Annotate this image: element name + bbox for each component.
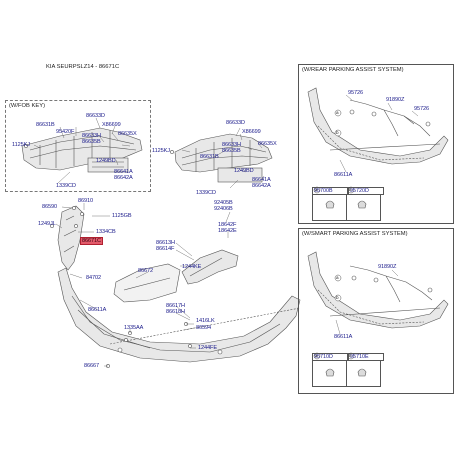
part-1244ke[interactable]: 1244KE [182,264,202,270]
part-1334cb[interactable]: 1334CB [96,229,116,235]
part-86635b[interactable]: 86635B [222,148,241,154]
rear-code-panel-b [346,194,381,221]
part-95420f-fob[interactable]: 95420F [56,129,75,135]
part-1249bd[interactable]: 1249BD [234,168,254,174]
part-86635x[interactable]: 86635X [258,141,277,147]
part-86642a-fob[interactable]: 86642A [114,175,133,181]
part-1335aa[interactable]: 1335AA [124,325,144,331]
code-95710d[interactable]: 95710D [312,353,348,361]
smart-code-row: 95710D 95710E [312,353,384,361]
part-1244fe[interactable]: 1244FE [198,345,217,351]
part-1249bd-fob[interactable]: 1249BD [96,158,116,164]
code-95700b[interactable]: 95700B [312,187,348,195]
part-86642a[interactable]: 86642A [252,183,271,189]
part-95726-b[interactable]: 95726 [414,106,430,112]
fob-key-box [5,100,151,192]
callout-a-rear-code: a [315,187,318,192]
part-1125kj[interactable]: 1125KJ [152,148,170,154]
callout-b-rear: b [336,130,339,135]
code-95720d[interactable]: 95720D [348,187,384,195]
leader-lines [33,94,419,367]
part-86613h[interactable]: 86613H [156,240,175,246]
callout-a-rear: a [336,110,339,115]
reflector-lamp [113,263,181,303]
rear-parking-bumper [307,87,449,165]
part-86611a[interactable]: 86611A [88,307,107,313]
callout-b-smart-code: b [349,353,352,358]
rear-parking-box [298,64,454,224]
rear-parking-box-title: (W/REAR PARKING ASSIST SYSTEM) [302,67,404,73]
part-86671c-highlight[interactable]: 86671C [80,237,103,245]
callout-b-rear-code: b [349,187,352,192]
part-1339cd[interactable]: 1339CD [196,190,216,196]
part-92405b[interactable]: 92405B [214,200,233,206]
smart-parking-bumper [307,251,449,329]
smart-code-panel-a [312,360,347,387]
part-86594[interactable]: 86594 [196,325,212,331]
part-86641a[interactable]: 86641A [252,177,271,183]
fob-reinforcement-beam [21,127,143,173]
smart-wiring-harness [349,265,433,303]
smart-code-panel-b [346,360,381,387]
part-95726-a[interactable]: 95726 [348,90,364,96]
main-bumper-cover [57,267,301,363]
part-18642e[interactable]: 18642E [218,228,237,234]
callout-b-smart: b [336,295,339,300]
part-1125gb[interactable]: 1125GB [112,213,132,219]
part-1125kj-fob[interactable]: 1125KJ [12,142,30,148]
smart-parking-box [298,228,454,394]
callout-a-smart-code: a [315,353,318,358]
callout-a-smart: a [336,275,339,280]
part-86633d-fob[interactable]: 86633D [86,113,105,119]
part-86631b[interactable]: 86631B [200,154,219,160]
part-1416lk[interactable]: 1416LK [196,318,215,324]
part-86633h[interactable]: 86633H [222,142,241,148]
part-86611a-rear[interactable]: 86611A [334,172,353,178]
part-86672[interactable]: 86672 [138,268,154,274]
part-86618h[interactable]: 86618H [166,309,185,315]
side-bracket [57,205,85,271]
part-92406b[interactable]: 92406B [214,206,233,212]
part-x86699[interactable]: X86699 [242,129,261,135]
corner-piece [181,249,239,285]
rear-wiring-harness [349,99,431,137]
rear-code-row: 95700B 95720D [312,187,384,195]
smart-parking-box-title: (W/SMART PARKING ASSIST SYSTEM) [302,231,408,237]
fob-key-box-title: (W/FOB KEY) [9,103,46,109]
part-86614f[interactable]: 86614F [156,246,175,252]
catalog-header: KIA SEURPSLZ14 - 86671C [46,64,120,70]
part-86667[interactable]: 86667 [84,363,100,369]
part-91890z-smart[interactable]: 91890Z [378,264,397,270]
part-86590[interactable]: 86590 [42,204,58,210]
part-1249jl[interactable]: 1249JL [38,221,56,227]
rear-code-panel-a [312,194,347,221]
part-86611a-smart[interactable]: 86611A [334,334,353,340]
part-86635b-fob[interactable]: 86635B [82,139,101,145]
part-84702[interactable]: 84702 [86,275,102,281]
sensor-icons [325,200,367,377]
code-95710e[interactable]: 95710E [348,353,384,361]
main-reinforcement-beam [174,133,273,183]
part-86633h-fob[interactable]: 86633H [82,133,101,139]
part-86635x-fob[interactable]: 86635X [118,131,137,137]
part-86910[interactable]: 86910 [78,198,94,204]
part-86633d[interactable]: 86633D [226,120,245,126]
part-x86699-fob[interactable]: X86699 [102,122,121,128]
part-1339cd-fob[interactable]: 1339CD [56,183,76,189]
part-86641a-fob[interactable]: 86641A [114,169,133,175]
part-91890z-rear[interactable]: 91890Z [386,97,405,103]
part-86631b-fob[interactable]: 86631B [36,122,55,128]
part-18642f[interactable]: 18642F [218,222,237,228]
part-86617h[interactable]: 86617H [166,303,185,309]
